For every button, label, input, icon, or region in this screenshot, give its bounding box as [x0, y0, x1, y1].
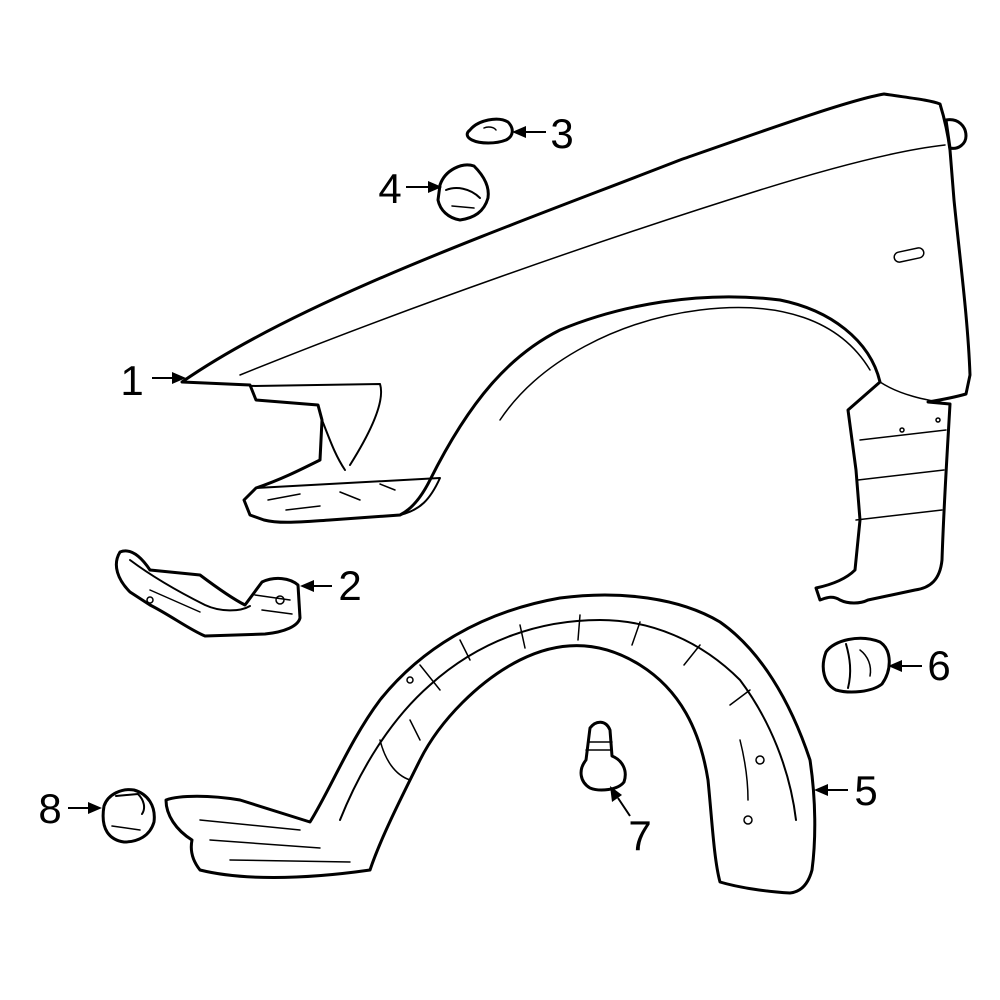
leader-7	[617, 797, 631, 817]
callout-1: 1	[120, 357, 143, 404]
callout-5: 5	[854, 767, 877, 814]
fender-part-1[interactable]	[180, 92, 972, 605]
clip-6-highlight	[821, 636, 891, 694]
callout-8: 8	[38, 785, 61, 832]
clip-part-6[interactable]	[821, 636, 891, 694]
arrowhead-3	[512, 126, 526, 138]
arrowhead-2	[300, 580, 314, 592]
callout-4: 4	[378, 165, 401, 212]
arrowhead-6	[888, 660, 902, 672]
arrowhead-7	[610, 786, 622, 802]
callout-7: 7	[628, 812, 651, 859]
bracket-part-2[interactable]	[114, 549, 302, 638]
callout-leaders	[68, 126, 922, 817]
fender-liner-part-5[interactable]	[164, 593, 817, 895]
arrowhead-4	[428, 181, 442, 193]
arrowhead-8	[88, 802, 102, 814]
callout-6: 6	[927, 642, 950, 689]
callout-2: 2	[338, 562, 361, 609]
nut-part-8[interactable]	[101, 788, 156, 844]
callout-3: 3	[550, 110, 573, 157]
callout-labels: 1 2 3 4 5 6 7 8	[38, 110, 950, 859]
arrowhead-1	[172, 372, 186, 384]
arrowhead-5	[814, 784, 828, 796]
pin-part-7[interactable]	[579, 720, 627, 792]
clip-part-4[interactable]	[436, 163, 490, 222]
plug-part-3[interactable]	[465, 117, 514, 145]
